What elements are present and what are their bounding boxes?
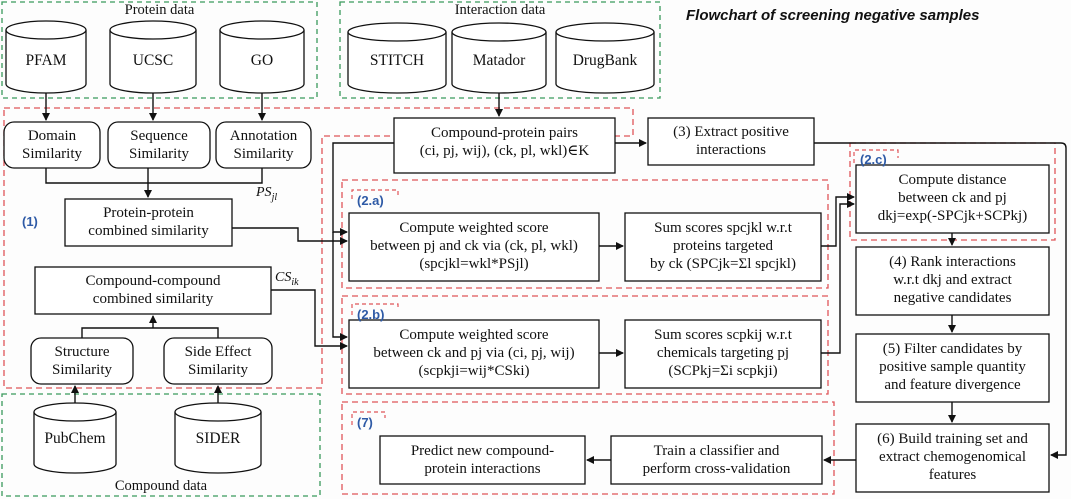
protein-data-group [1,1,318,99]
stitch-cylinder [347,32,447,94]
b2-box [624,319,822,389]
sider-label: SIDER [195,430,241,447]
drugbank-cylinder [555,32,655,94]
c-box [855,164,1050,234]
go-label: GO [250,52,274,69]
extract-positive-box [647,117,815,166]
compound-data-label: Compound data [114,478,208,494]
pubchem-cylinder [33,412,117,474]
pairs-text: Compound-protein pairs(ci, pj, wij), (ck… [419,125,590,159]
cs-label: CSik [275,270,299,288]
b1-box [348,319,600,389]
filter-box [855,333,1050,403]
step2b-group [341,295,829,395]
step2b-number: (2.b) [357,307,385,322]
step7-group [341,401,835,495]
a1-box [348,212,600,282]
go-cylinder [219,30,305,94]
ps-label: PSjl [256,185,278,203]
matador-label: Matador [472,52,526,69]
interaction-data-label: Interaction data [454,2,546,18]
build-box [855,423,1050,493]
ucsc-cylinder [109,30,197,94]
pubchem-label: PubChem [44,430,106,447]
interaction-data-group [339,1,661,99]
a2-box [624,212,822,282]
pairs-box [393,117,616,174]
predict-box [379,435,586,485]
step7-number: (7) [357,415,373,430]
drugbank-label: DrugBank [572,52,638,69]
pfam-label: PFAM [25,52,67,69]
predict-text: Predict new compound-protein interaction… [410,443,555,477]
rank-box [855,246,1050,316]
stitch-label: STITCH [369,52,425,69]
step1-number: (1) [22,214,38,229]
domain-similarity-box [3,121,101,169]
annotation-similarity-box [215,121,312,169]
protein-combined-box [64,198,233,247]
step2a-number: (2.a) [357,193,384,208]
flowchart-title: Flowchart of screening negative samples [686,7,980,24]
ucsc-label: UCSC [132,52,174,69]
sequence-similarity-box [107,121,211,169]
step2c-number: (2.c) [860,152,887,167]
train-box [610,435,823,485]
compound-data-group [1,393,321,497]
sider-cylinder [174,412,262,474]
protein-data-label: Protein data [124,2,195,18]
